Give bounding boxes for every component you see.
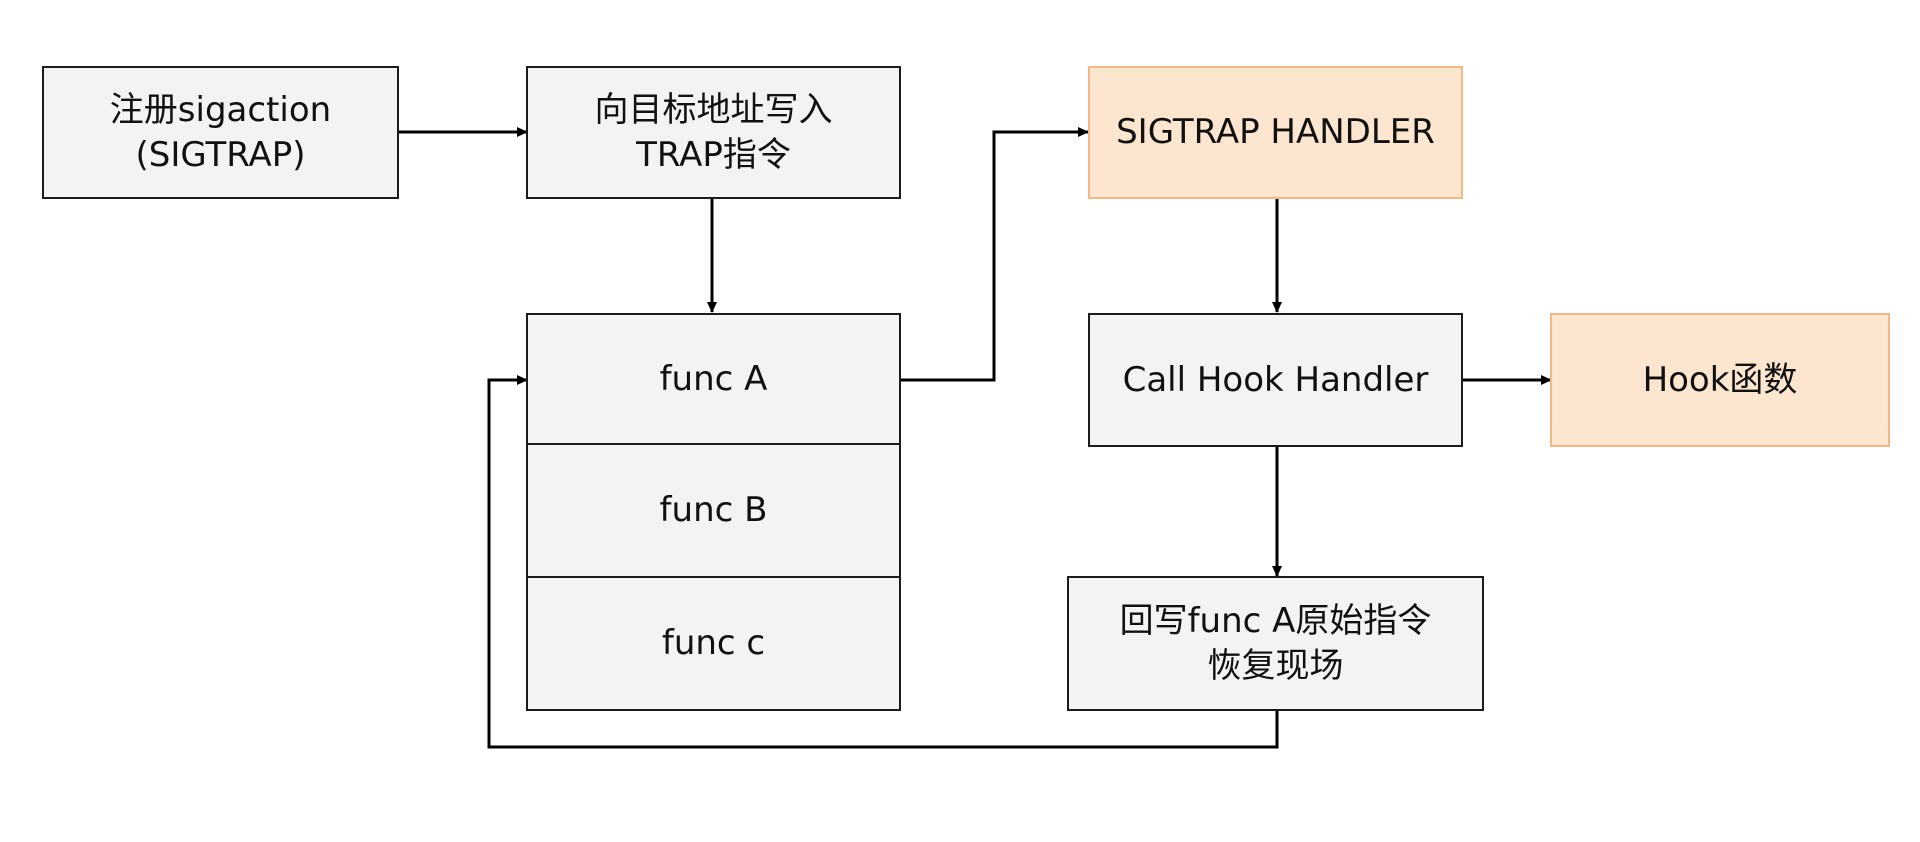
- call-hook-handler-label: Call Hook Handler: [1122, 359, 1429, 400]
- hook-func-node: Hook函数: [1550, 313, 1890, 447]
- write-trap-line1: 向目标地址写入: [594, 89, 833, 130]
- func-a-label: func A: [659, 358, 768, 399]
- write-trap-node: 向目标地址写入 TRAP指令: [526, 66, 901, 199]
- arrow-func-a-to-sigtrap-handler: [900, 127, 1089, 382]
- sigtrap-handler-node: SIGTRAP HANDLER: [1088, 66, 1463, 199]
- restore-line1: 回写func A原始指令: [1119, 600, 1432, 641]
- register-sigaction-line2: (SIGTRAP): [135, 134, 306, 175]
- register-sigaction-node: 注册sigaction (SIGTRAP): [42, 66, 399, 199]
- func-a-node: func A: [526, 313, 901, 445]
- sigtrap-handler-label: SIGTRAP HANDLER: [1116, 112, 1435, 153]
- restore-node: 回写func A原始指令 恢复现场: [1067, 576, 1484, 711]
- write-trap-line2: TRAP指令: [636, 134, 791, 175]
- func-c-label: func c: [661, 623, 766, 664]
- call-hook-handler-node: Call Hook Handler: [1088, 313, 1463, 447]
- func-c-node: func c: [526, 576, 901, 711]
- func-b-label: func B: [659, 490, 768, 531]
- arrow-restore-to-func-a: [487, 375, 1279, 749]
- register-sigaction-line1: 注册sigaction: [109, 89, 332, 130]
- hook-func-label: Hook函数: [1642, 359, 1798, 400]
- func-b-node: func B: [526, 443, 901, 578]
- restore-line2: 恢复现场: [1207, 645, 1344, 686]
